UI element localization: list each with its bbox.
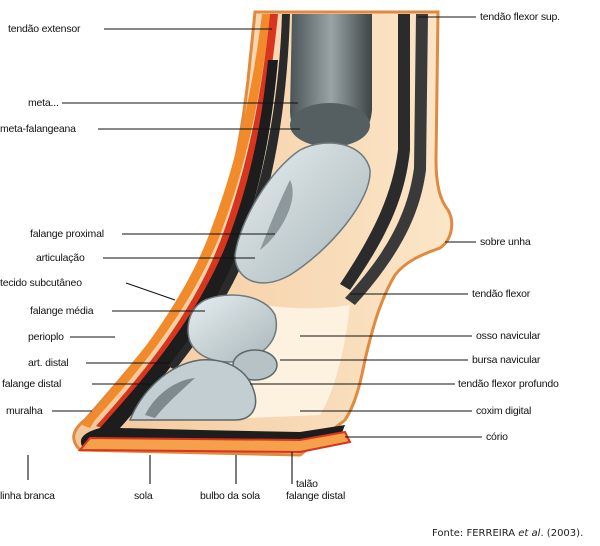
source-suffix: . (2003). [540, 528, 584, 539]
source-caption: Fonte: FERREIRA et al. (2003). [432, 528, 583, 539]
source-prefix: Fonte: FERREIRA [432, 528, 519, 539]
distal-phalanx-shadow [145, 378, 195, 418]
label-talao: talão [296, 478, 318, 490]
fetlock-condyle [290, 103, 370, 147]
label-bulbo-da-sola: bulbo da sola [200, 490, 260, 502]
label-falange-distal: falange distal [2, 378, 62, 390]
proximal-phalanx-marrow [260, 180, 293, 250]
source-italic: et al [518, 528, 541, 539]
label-falange-proximal: falange proximal [30, 228, 104, 240]
label-falange-distal-bottom: falange distal [286, 490, 346, 502]
flexor-tendon-deep [345, 14, 428, 305]
label-articulacao: articulação [36, 252, 85, 264]
sole [77, 430, 352, 454]
label-tendao-extensor: tendão extensor [8, 23, 81, 35]
label-linha-branca: linha branca [0, 490, 55, 502]
label-tendao-flexor-profundo: tendão flexor profundo [458, 378, 559, 390]
label-coxim-digital: coxim digital [476, 405, 532, 417]
proximal-phalanx [234, 142, 371, 284]
label-tecido-subcutaneo: tecido subcutâneo [0, 277, 82, 289]
navicular-bone [232, 349, 278, 381]
label-bursa-navicular: bursa navicular [472, 354, 541, 366]
label-falange-media: falange média [30, 305, 94, 317]
label-corio: cório [486, 431, 508, 443]
label-sobre-unha: sobre unha [480, 236, 531, 248]
label-sola: sola [134, 490, 153, 502]
label-muralha: muralha [6, 405, 43, 417]
label-meta: meta... [28, 97, 59, 109]
label-meta-falangeana: meta-falangeana [0, 123, 76, 135]
label-art-distal: art. distal [28, 357, 69, 369]
label-tendao-flexor-sup: tendão flexor sup. [480, 11, 560, 23]
label-tendao-flexor: tendão flexor [472, 288, 531, 300]
leader-lines [27, 16, 482, 484]
flexor-tendon-sup [340, 14, 410, 290]
label-perioplo: perioplo [28, 331, 64, 343]
label-osso-navicular: osso navicular [476, 330, 541, 342]
